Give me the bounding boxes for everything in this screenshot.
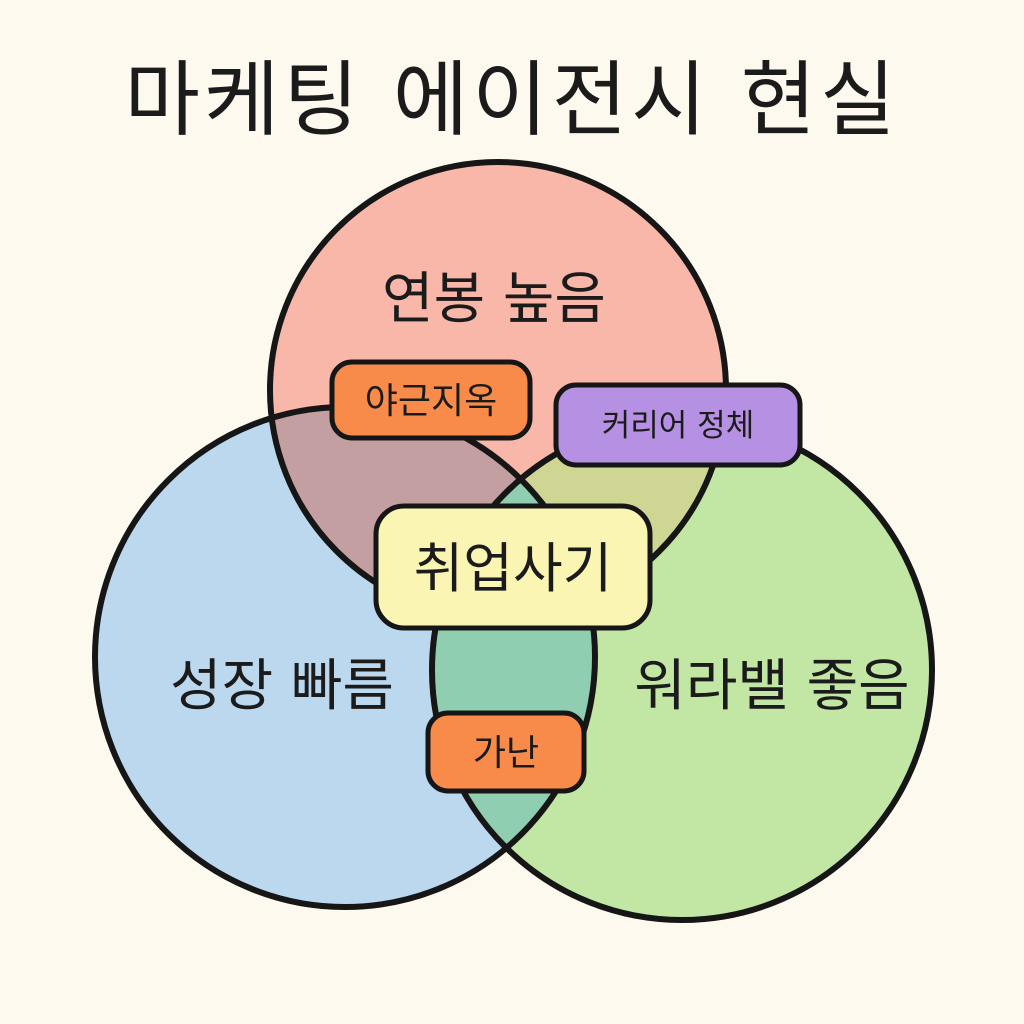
tag-center-label: 취업사기 bbox=[414, 537, 613, 600]
tag-bottom-box bbox=[425, 710, 587, 794]
tag-top-left: 야근지옥 bbox=[329, 359, 533, 441]
tag-bottom-label: 가난 bbox=[473, 733, 539, 774]
tag-center-box bbox=[373, 503, 653, 631]
set-label-right: 워라밸 좋음 bbox=[634, 654, 909, 719]
tag-top-right-label: 커리어 정체 bbox=[602, 408, 754, 444]
tag-top-right-box bbox=[553, 382, 803, 468]
set-label-top: 연봉 높음 bbox=[382, 267, 606, 332]
tag-top-right: 커리어 정체 bbox=[553, 382, 803, 468]
tag-top-left-box bbox=[329, 359, 533, 441]
tag-top-left-label: 야근지옥 bbox=[365, 381, 497, 422]
diagram-title: 마케팅 에이전시 현실 bbox=[124, 53, 899, 148]
tag-center: 취업사기 bbox=[373, 503, 653, 631]
tag-bottom: 가난 bbox=[425, 710, 587, 794]
set-label-left: 성장 빠름 bbox=[170, 654, 394, 719]
